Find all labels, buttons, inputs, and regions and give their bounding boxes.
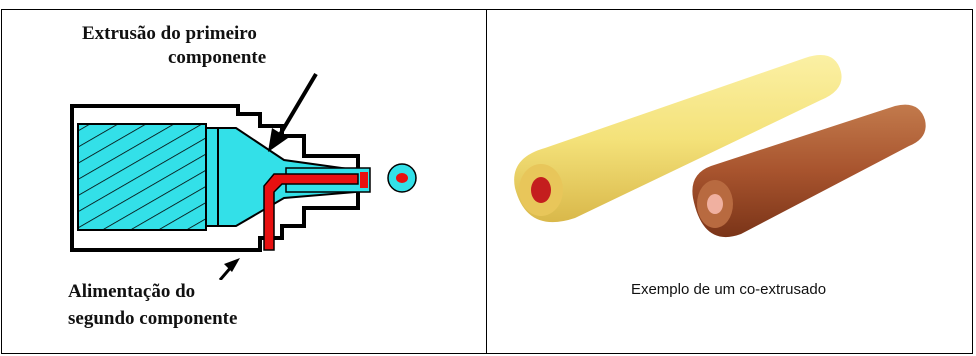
column-divider (486, 10, 487, 353)
screw-body (77, 123, 207, 231)
second-component-tip (360, 172, 368, 188)
yellow-snack (514, 55, 842, 223)
label-first-component-line1: Extrusão do primeiro (82, 23, 257, 44)
arrow-first-component (268, 72, 318, 152)
photo-caption: Exemplo de um co-extrusado (630, 281, 827, 298)
coextruded-snack-photo (514, 55, 926, 238)
label-second-component-line1: Alimentação do (68, 281, 196, 302)
label-second-component-line2: segundo componente (68, 308, 238, 329)
label-second-component: Alimentação do segundo componente (68, 278, 368, 332)
arrow-second-component (218, 258, 240, 280)
label-first-component: Extrusão do primeiro componente (82, 22, 372, 70)
screw-tip (205, 127, 219, 227)
product-core (396, 173, 408, 183)
second-component-feed (263, 173, 359, 251)
coextrusion-diagram (70, 72, 417, 280)
label-first-component-line2: componente (168, 47, 267, 68)
brown-snack (692, 104, 926, 238)
